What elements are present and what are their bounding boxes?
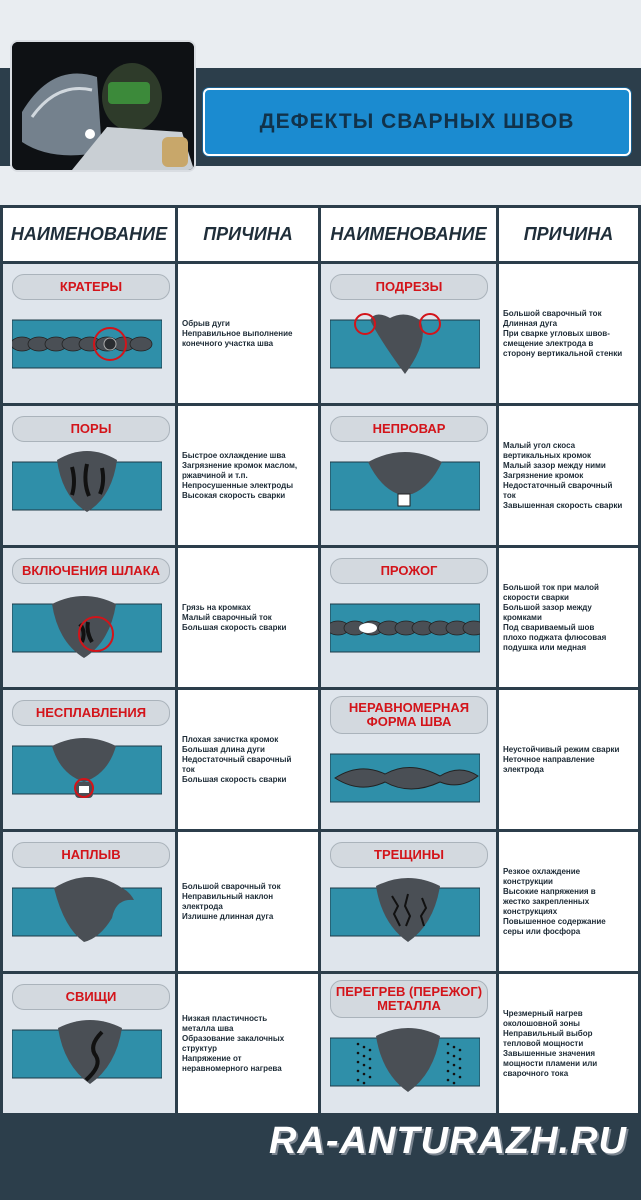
defect-name: ПРОЖОГ [380,563,438,578]
undercut-illustration [330,313,480,374]
defect-cell-5-right: ПЕРЕГРЕВ (ПЕРЕЖОГ) МЕТАЛЛА [321,974,496,1113]
lack-of-fusion-illustration [12,738,162,798]
burn-through-illustration [330,603,480,653]
defect-name-pill: НАПЛЫВ [12,842,170,868]
lack-of-penetration-illustration [330,452,480,511]
defect-name-pill: ПРОЖОГ [330,558,488,584]
defect-cause-cell: Быстрое охлаждение шва Загрязнение кромо… [178,406,318,545]
defect-cause-cell: Грязь на кромках Малый сварочный ток Бол… [178,548,318,687]
defect-name: КРАТЕРЫ [59,279,123,294]
wormhole-illustration [12,1020,162,1084]
defect-name: НЕРАВНОМЕРНАЯ ФОРМА ШВА [348,700,470,729]
defect-cause: Большой сварочный ток Длинная дуга При с… [503,308,623,358]
defect-name: ПОРЫ [70,421,112,436]
defect-name-pill: НЕРАВНОМЕРНАЯ ФОРМА ШВА [330,696,488,734]
defect-name: НАПЛЫВ [61,847,121,862]
crater-illustration [12,319,162,369]
defect-cause-cell: Резкое охлаждение конструкции Высокие на… [499,832,638,971]
defect-name-pill: ТРЕЩИНЫ [330,842,488,868]
defect-cell-5-left: СВИЩИ [3,974,175,1113]
header: ДЕФЕКТЫ СВАРНЫХ ШВОВ [0,0,641,200]
defect-cause: Плохая зачистка кромок Большая длина дуг… [182,734,292,784]
defect-cause-cell: Большой сварочный ток Длинная дуга При с… [499,264,638,403]
defect-cause-cell: Неустойчивый режим сварки Неточное напра… [499,690,638,829]
defect-cell-3-right: НЕРАВНОМЕРНАЯ ФОРМА ШВА [321,690,496,829]
defect-cause-cell: Плохая зачистка кромок Большая длина дуг… [178,690,318,829]
overlap-illustration [12,877,162,942]
defect-name-pill: ПОРЫ [12,416,170,442]
pores-illustration [12,451,162,512]
defect-name: ПОДРЕЗЫ [375,279,443,294]
defect-cell-4-right: ТРЕЩИНЫ [321,832,496,971]
defects-table: НАИМЕНОВАНИЕ ПРИЧИНА НАИМЕНОВАНИЕ ПРИЧИН… [0,205,641,1195]
defect-cell-2-left: ВКЛЮЧЕНИЯ ШЛАКА [3,548,175,687]
defect-cause-cell: Большой ток при малой скорости сварки Бо… [499,548,638,687]
header-cause-left: ПРИЧИНА [178,208,318,261]
defect-cell-4-left: НАПЛЫВ [3,832,175,971]
footer-band [0,1150,641,1200]
defect-cause-cell: Малый угол скоса вертикальных кромок Мал… [499,406,638,545]
defect-name-pill: ПЕРЕГРЕВ (ПЕРЕЖОГ) МЕТАЛЛА [330,980,488,1018]
defect-cell-1-left: ПОРЫ [3,406,175,545]
defect-cause-cell: Низкая пластичность металла шва Образова… [178,974,318,1113]
defect-cause: Низкая пластичность металла шва Образова… [182,1013,285,1073]
welder-photo [10,40,196,172]
defect-name-pill: КРАТЕРЫ [12,274,170,300]
defect-cause: Чрезмерный нагрев околошовной зоны Непра… [503,1008,598,1078]
defect-cause: Обрыв дуги Неправильное выполнение конеч… [182,318,293,348]
header-name-left: НАИМЕНОВАНИЕ [3,208,175,261]
defect-name: ТРЕЩИНЫ [374,847,444,862]
defect-cell-0-right: ПОДРЕЗЫ [321,264,496,403]
cracks-illustration [330,878,480,942]
defect-cause: Большой ток при малой скорости сварки Бо… [503,582,607,652]
defect-cell-3-left: НЕСПЛАВЛЕНИЯ [3,690,175,829]
defect-cell-0-left: КРАТЕРЫ [3,264,175,403]
defect-name-pill: ВКЛЮЧЕНИЯ ШЛАКА [12,558,170,584]
header-cause-right: ПРИЧИНА [499,208,638,261]
uneven-bead-illustration [330,753,480,803]
defect-cause: Неустойчивый режим сварки Неточное напра… [503,744,620,774]
defect-cause: Большой сварочный ток Неправильный накло… [182,881,281,921]
defect-name-pill: НЕСПЛАВЛЕНИЯ [12,700,170,726]
defect-cell-2-right: ПРОЖОГ [321,548,496,687]
defect-name-pill: ПОДРЕЗЫ [330,274,488,300]
title-banner: ДЕФЕКТЫ СВАРНЫХ ШВОВ [203,88,631,156]
page-title: ДЕФЕКТЫ СВАРНЫХ ШВОВ [259,110,575,133]
defect-cause-cell: Большой сварочный ток Неправильный накло… [178,832,318,971]
defect-cell-1-right: НЕПРОВАР [321,406,496,545]
defect-cause: Быстрое охлаждение шва Загрязнение кромо… [182,450,298,500]
defect-name-pill: СВИЩИ [12,984,170,1010]
defect-name: НЕСПЛАВЛЕНИЯ [35,705,147,720]
defect-cause: Грязь на кромках Малый сварочный ток Бол… [182,602,287,632]
defect-name: ПЕРЕГРЕВ (ПЕРЕЖОГ) МЕТАЛЛА [335,984,483,1013]
defect-name: НЕПРОВАР [372,421,446,436]
defect-name: ВКЛЮЧЕНИЯ ШЛАКА [21,563,161,578]
defect-cause: Резкое охлаждение конструкции Высокие на… [503,866,606,936]
header-name-right: НАИМЕНОВАНИЕ [321,208,496,261]
welder-photo-icon [12,42,194,170]
defect-cause-cell: Чрезмерный нагрев околошовной зоны Непра… [499,974,638,1113]
defect-name: СВИЩИ [65,989,117,1004]
slag-inclusion-illustration [12,596,162,658]
defect-cause: Малый угол скоса вертикальных кромок Мал… [503,440,623,510]
defect-name-pill: НЕПРОВАР [330,416,488,442]
defect-cause-cell: Обрыв дуги Неправильное выполнение конеч… [178,264,318,403]
watermark: RA-ANTURAZH.RU [268,1120,627,1162]
overheat-illustration [330,1028,480,1092]
